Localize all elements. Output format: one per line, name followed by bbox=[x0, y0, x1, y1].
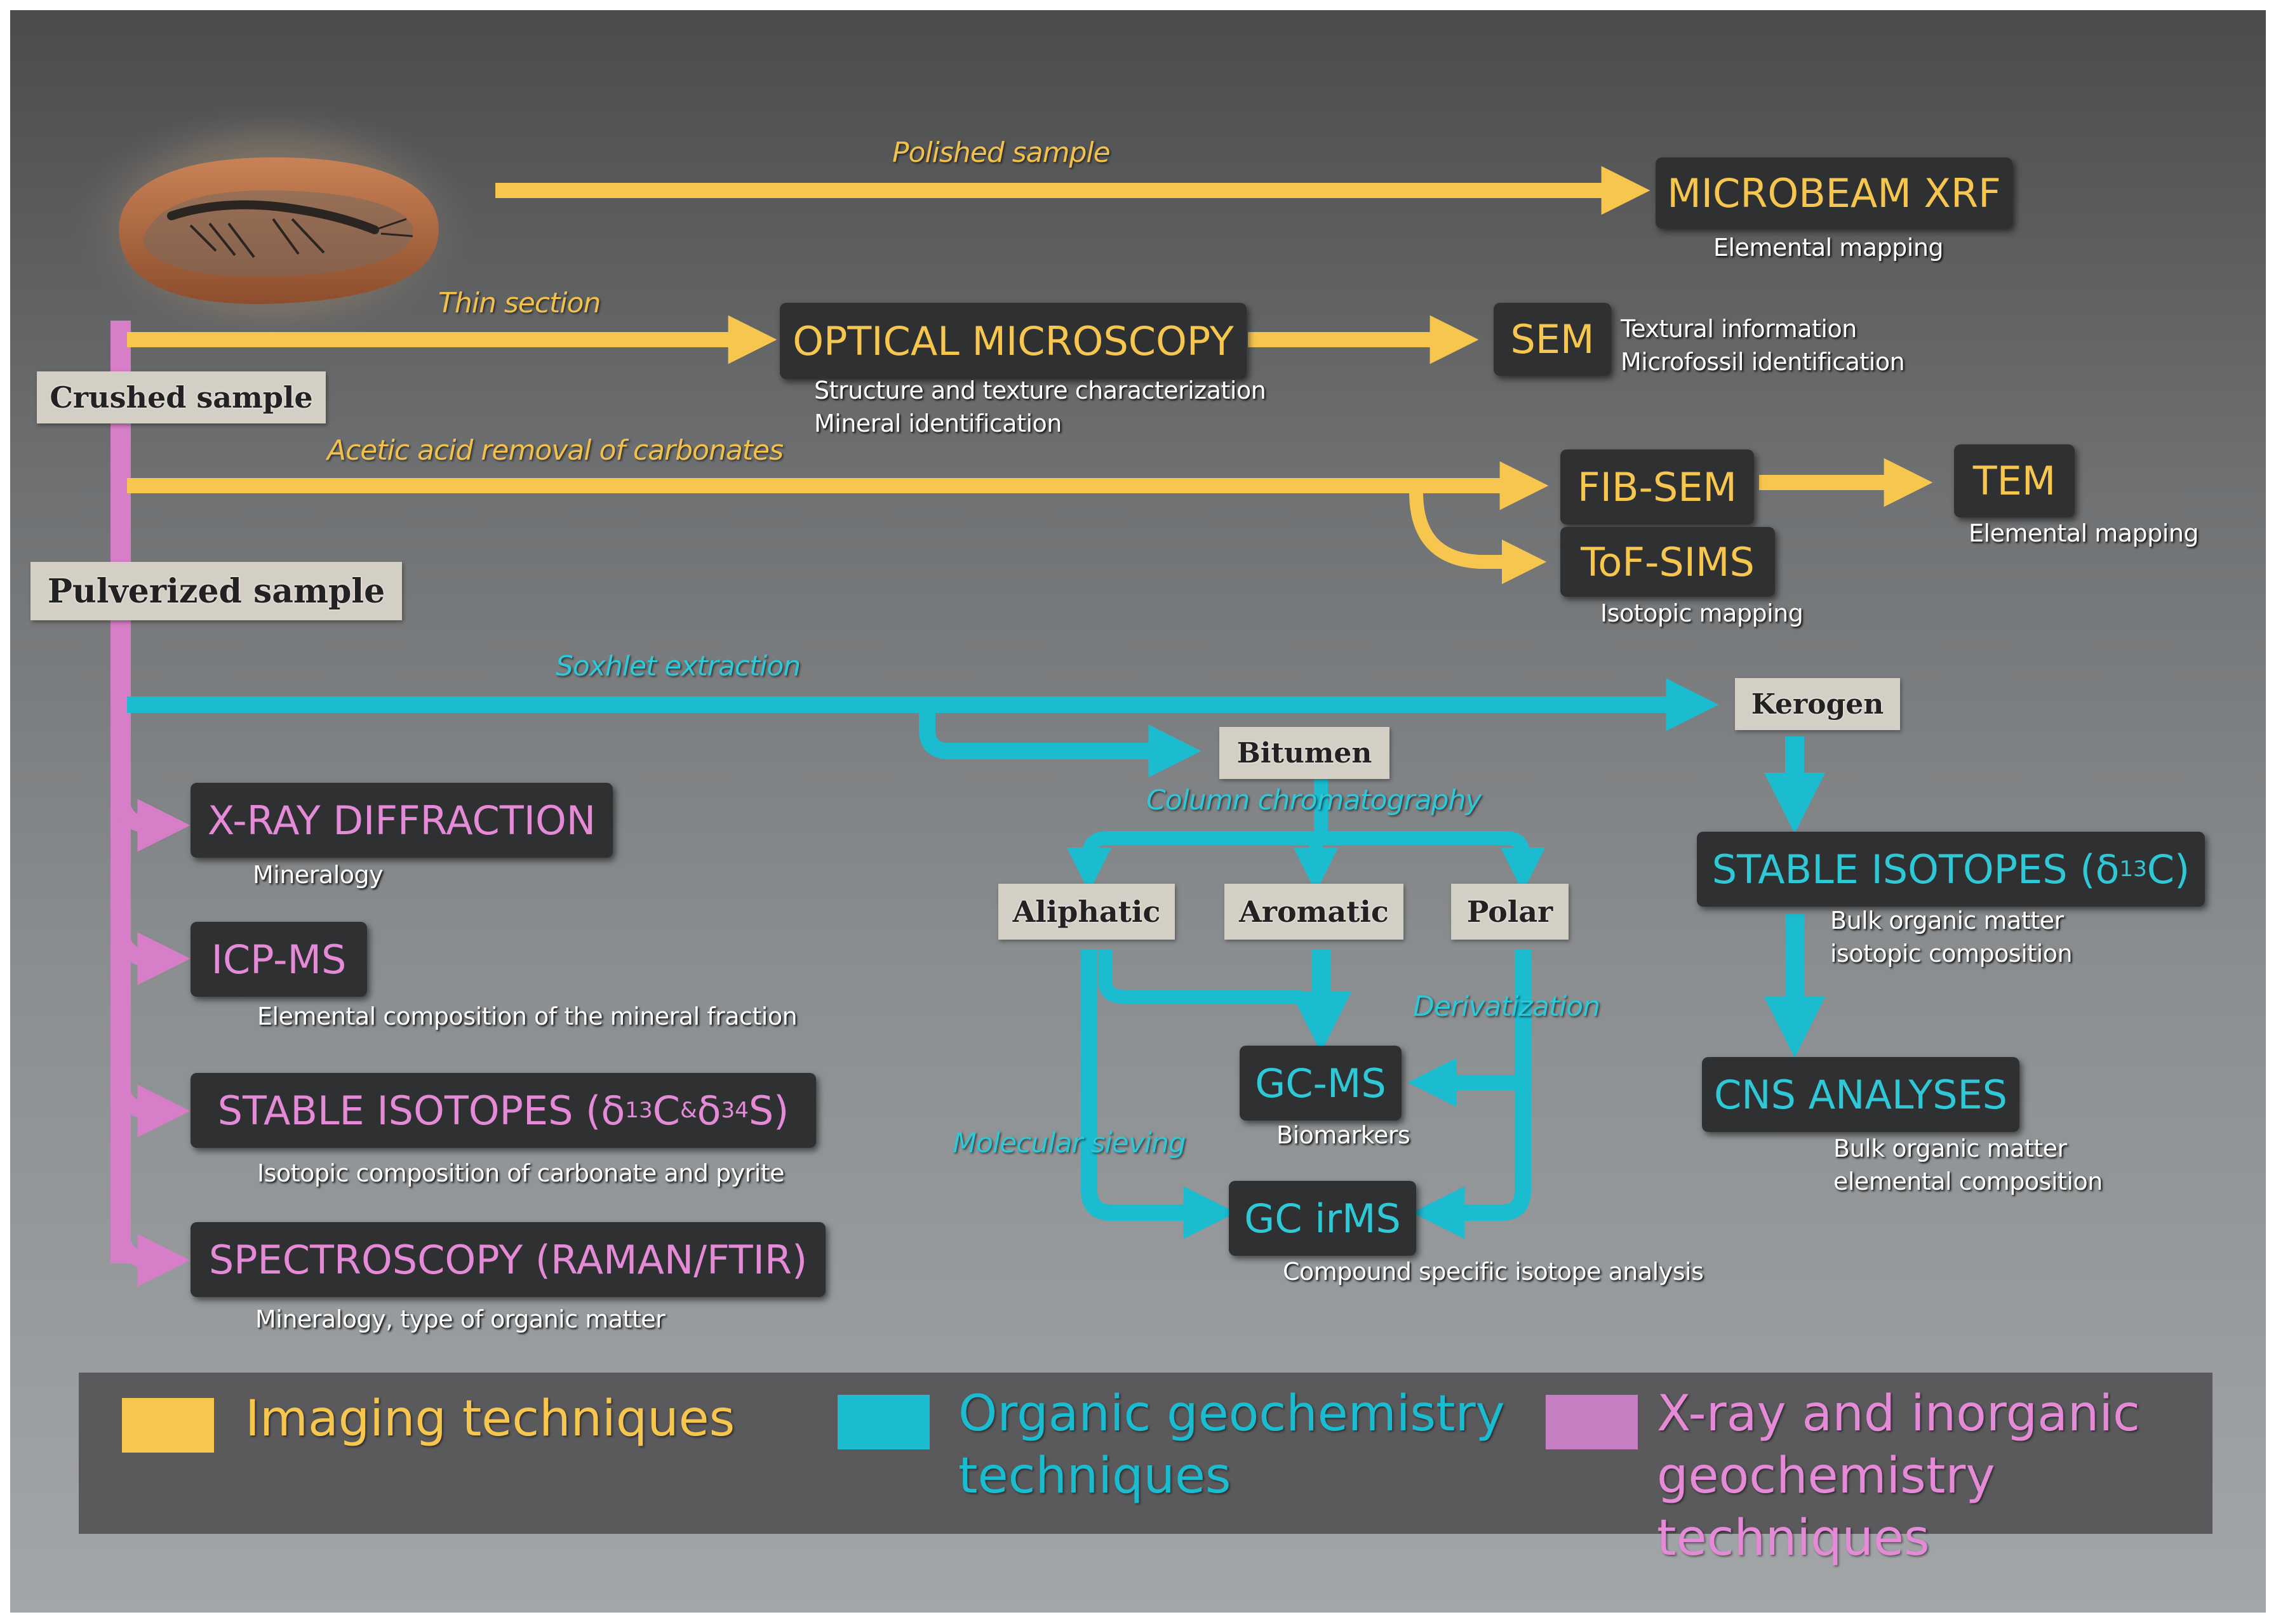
stable-isotopes-inorganic-note: Isotopic composition of carbonate and py… bbox=[257, 1159, 785, 1187]
legend-inorganic-1: X-ray and inorganic bbox=[1657, 1385, 2140, 1442]
legend-organic-1: Organic geochemistry bbox=[958, 1385, 1505, 1442]
sem-box: SEM bbox=[1494, 303, 1611, 376]
pulverized-sample-tag: Pulverized sample bbox=[30, 562, 402, 620]
xray-diffraction-box: X-RAY DIFFRACTION bbox=[191, 783, 613, 858]
cns-note-1: Bulk organic matter bbox=[1833, 1135, 2067, 1162]
soxhlet-label: Soxhlet extraction bbox=[556, 650, 801, 682]
gc-irms-note: Compound specific isotope analysis bbox=[1283, 1258, 1704, 1286]
polar-line bbox=[1412, 949, 1531, 1239]
isotopes-delta2: δ bbox=[697, 1087, 721, 1134]
isotopes-amp: & bbox=[679, 1098, 697, 1123]
spectroscopy-box: SPECTROSCOPY (RAMAN/FTIR) bbox=[191, 1222, 826, 1297]
arrow-to-bitumen bbox=[919, 711, 1202, 778]
crushed-sample-tag: Crushed sample bbox=[37, 371, 326, 423]
kerogen-tag: Kerogen bbox=[1735, 678, 1900, 730]
kerogen-iso-end: C) bbox=[2146, 846, 2190, 893]
kerogen-iso-note-1: Bulk organic matter bbox=[1830, 907, 2064, 935]
thin-section-label: Thin section bbox=[438, 287, 601, 319]
legend: Imaging techniques Organic geochemistry … bbox=[79, 1373, 2212, 1567]
organic-swatch bbox=[838, 1395, 930, 1449]
arrow-to-tofsims bbox=[1409, 491, 1547, 585]
kerogen-iso-note-2: isotopic composition bbox=[1830, 940, 2073, 968]
gc-ms-note: Biomarkers bbox=[1276, 1121, 1410, 1149]
icp-ms-box: ICP-MS bbox=[191, 922, 367, 997]
legend-imaging: Imaging techniques bbox=[245, 1390, 735, 1448]
arrow-to-xrd bbox=[112, 793, 191, 852]
sem-note-2: Microfossil identification bbox=[1621, 348, 1905, 376]
isotopes-mid: C bbox=[652, 1087, 680, 1134]
inorganic-swatch bbox=[1546, 1395, 1638, 1449]
isotopes-sup-13: 13 bbox=[625, 1098, 653, 1123]
tof-sims-note: Isotopic mapping bbox=[1600, 599, 1804, 627]
kerogen-iso-title-a: STABLE ISOTOPES (δ bbox=[1711, 846, 2120, 893]
isotopes-sup-34: 34 bbox=[721, 1098, 749, 1123]
arrow-to-spectro bbox=[112, 1228, 191, 1287]
acetic-acid-label: Acetic acid removal of carbonates bbox=[327, 434, 784, 467]
sem-note-1: Textural information bbox=[1621, 315, 1857, 343]
xray-diffraction-note: Mineralogy bbox=[253, 861, 384, 889]
column-chromatography-label: Column chromatography bbox=[1146, 784, 1482, 816]
cns-note-2: elemental composition bbox=[1833, 1168, 2103, 1195]
gc-ms-box: GC-MS bbox=[1240, 1046, 1402, 1121]
cns-analyses-box: CNS ANALYSES bbox=[1702, 1057, 2019, 1132]
imaging-swatch bbox=[122, 1398, 214, 1453]
legend-inorganic-2: geochemistry techniques bbox=[1657, 1448, 1995, 1567]
aliphatic-tag: Aliphatic bbox=[998, 884, 1175, 940]
arrow-aliphatic-gcirms bbox=[1081, 949, 1236, 1239]
legend-organic-2: techniques bbox=[958, 1448, 1231, 1505]
polished-sample-label: Polished sample bbox=[892, 136, 1111, 169]
gc-irms-box: GC irMS bbox=[1229, 1181, 1416, 1256]
chroma-branch bbox=[1082, 831, 1530, 873]
optical-note-1: Structure and texture characterization bbox=[814, 376, 1266, 404]
tof-sims-box: ToF-SIMS bbox=[1560, 527, 1775, 597]
kerogen-iso-sup: 13 bbox=[2119, 856, 2147, 882]
aliphatic-to-gcms bbox=[1098, 949, 1302, 1004]
shrimp-fossil-specimen bbox=[70, 105, 476, 346]
polar-tag: Polar bbox=[1451, 884, 1569, 940]
microbeam-xrf-box: MICROBEAM XRF bbox=[1656, 157, 2012, 229]
bitumen-tag: Bitumen bbox=[1219, 727, 1389, 779]
tem-note: Elemental mapping bbox=[1969, 519, 2199, 547]
icp-ms-note: Elemental composition of the mineral fra… bbox=[257, 1002, 798, 1030]
isotopes-end: S) bbox=[748, 1087, 789, 1134]
microbeam-xrf-note: Elemental mapping bbox=[1713, 234, 1944, 262]
arrow-to-icpms bbox=[112, 926, 191, 985]
optical-microscopy-box: OPTICAL MICROSCOPY bbox=[780, 303, 1247, 379]
arrow-to-isotopes bbox=[112, 1079, 191, 1138]
spectroscopy-note: Mineralogy, type of organic matter bbox=[255, 1305, 666, 1333]
optical-note-2: Mineral identification bbox=[814, 409, 1062, 437]
fib-sem-box: FIB-SEM bbox=[1560, 449, 1754, 524]
isotopes-title-a: STABLE ISOTOPES (δ bbox=[217, 1087, 626, 1134]
tem-box: TEM bbox=[1954, 444, 2075, 517]
molecular-sieving-label: Molecular sieving bbox=[953, 1127, 1186, 1159]
aromatic-tag: Aromatic bbox=[1224, 884, 1403, 940]
derivatization-label: Derivatization bbox=[1413, 990, 1600, 1023]
